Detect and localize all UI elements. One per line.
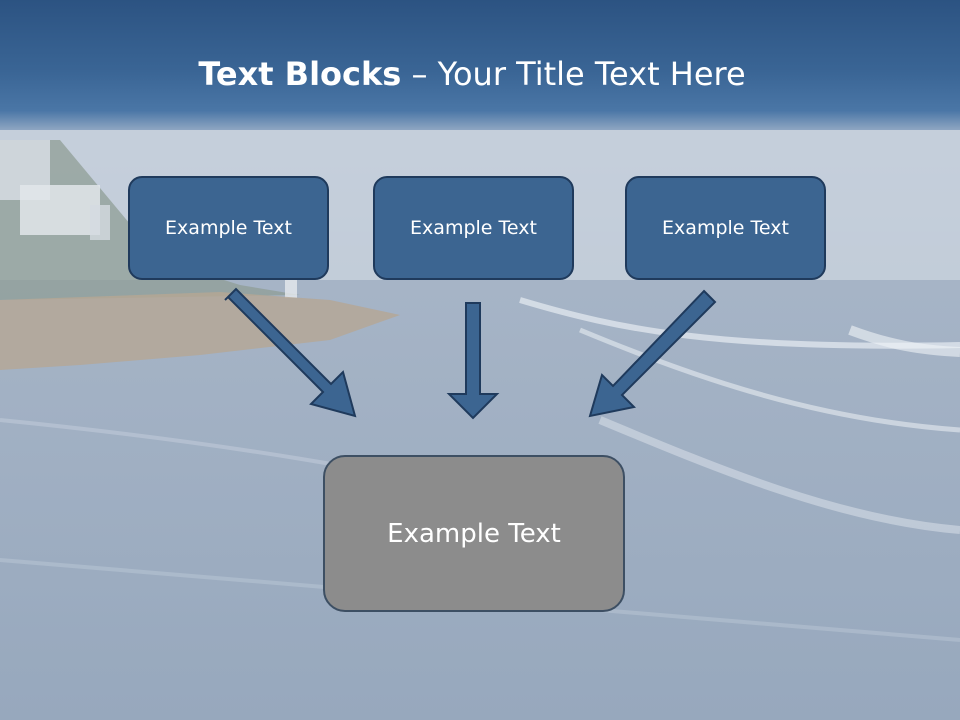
arrow-left-to-main <box>224 287 357 418</box>
title-separator: – <box>401 55 438 93</box>
title-bold-text: Text Blocks <box>198 55 402 93</box>
arrow-right-to-main <box>588 289 717 418</box>
text-block-left[interactable]: Example Text <box>128 176 329 280</box>
text-block-right[interactable]: Example Text <box>625 176 826 280</box>
main-text-block[interactable]: Example Text <box>323 455 625 612</box>
slide-title: Text Blocks – Your Title Text Here <box>0 52 944 96</box>
arrow-center-to-main <box>446 302 500 420</box>
title-rest-text: Your Title Text Here <box>437 55 746 93</box>
title-bar <box>0 0 960 130</box>
text-block-center[interactable]: Example Text <box>373 176 574 280</box>
